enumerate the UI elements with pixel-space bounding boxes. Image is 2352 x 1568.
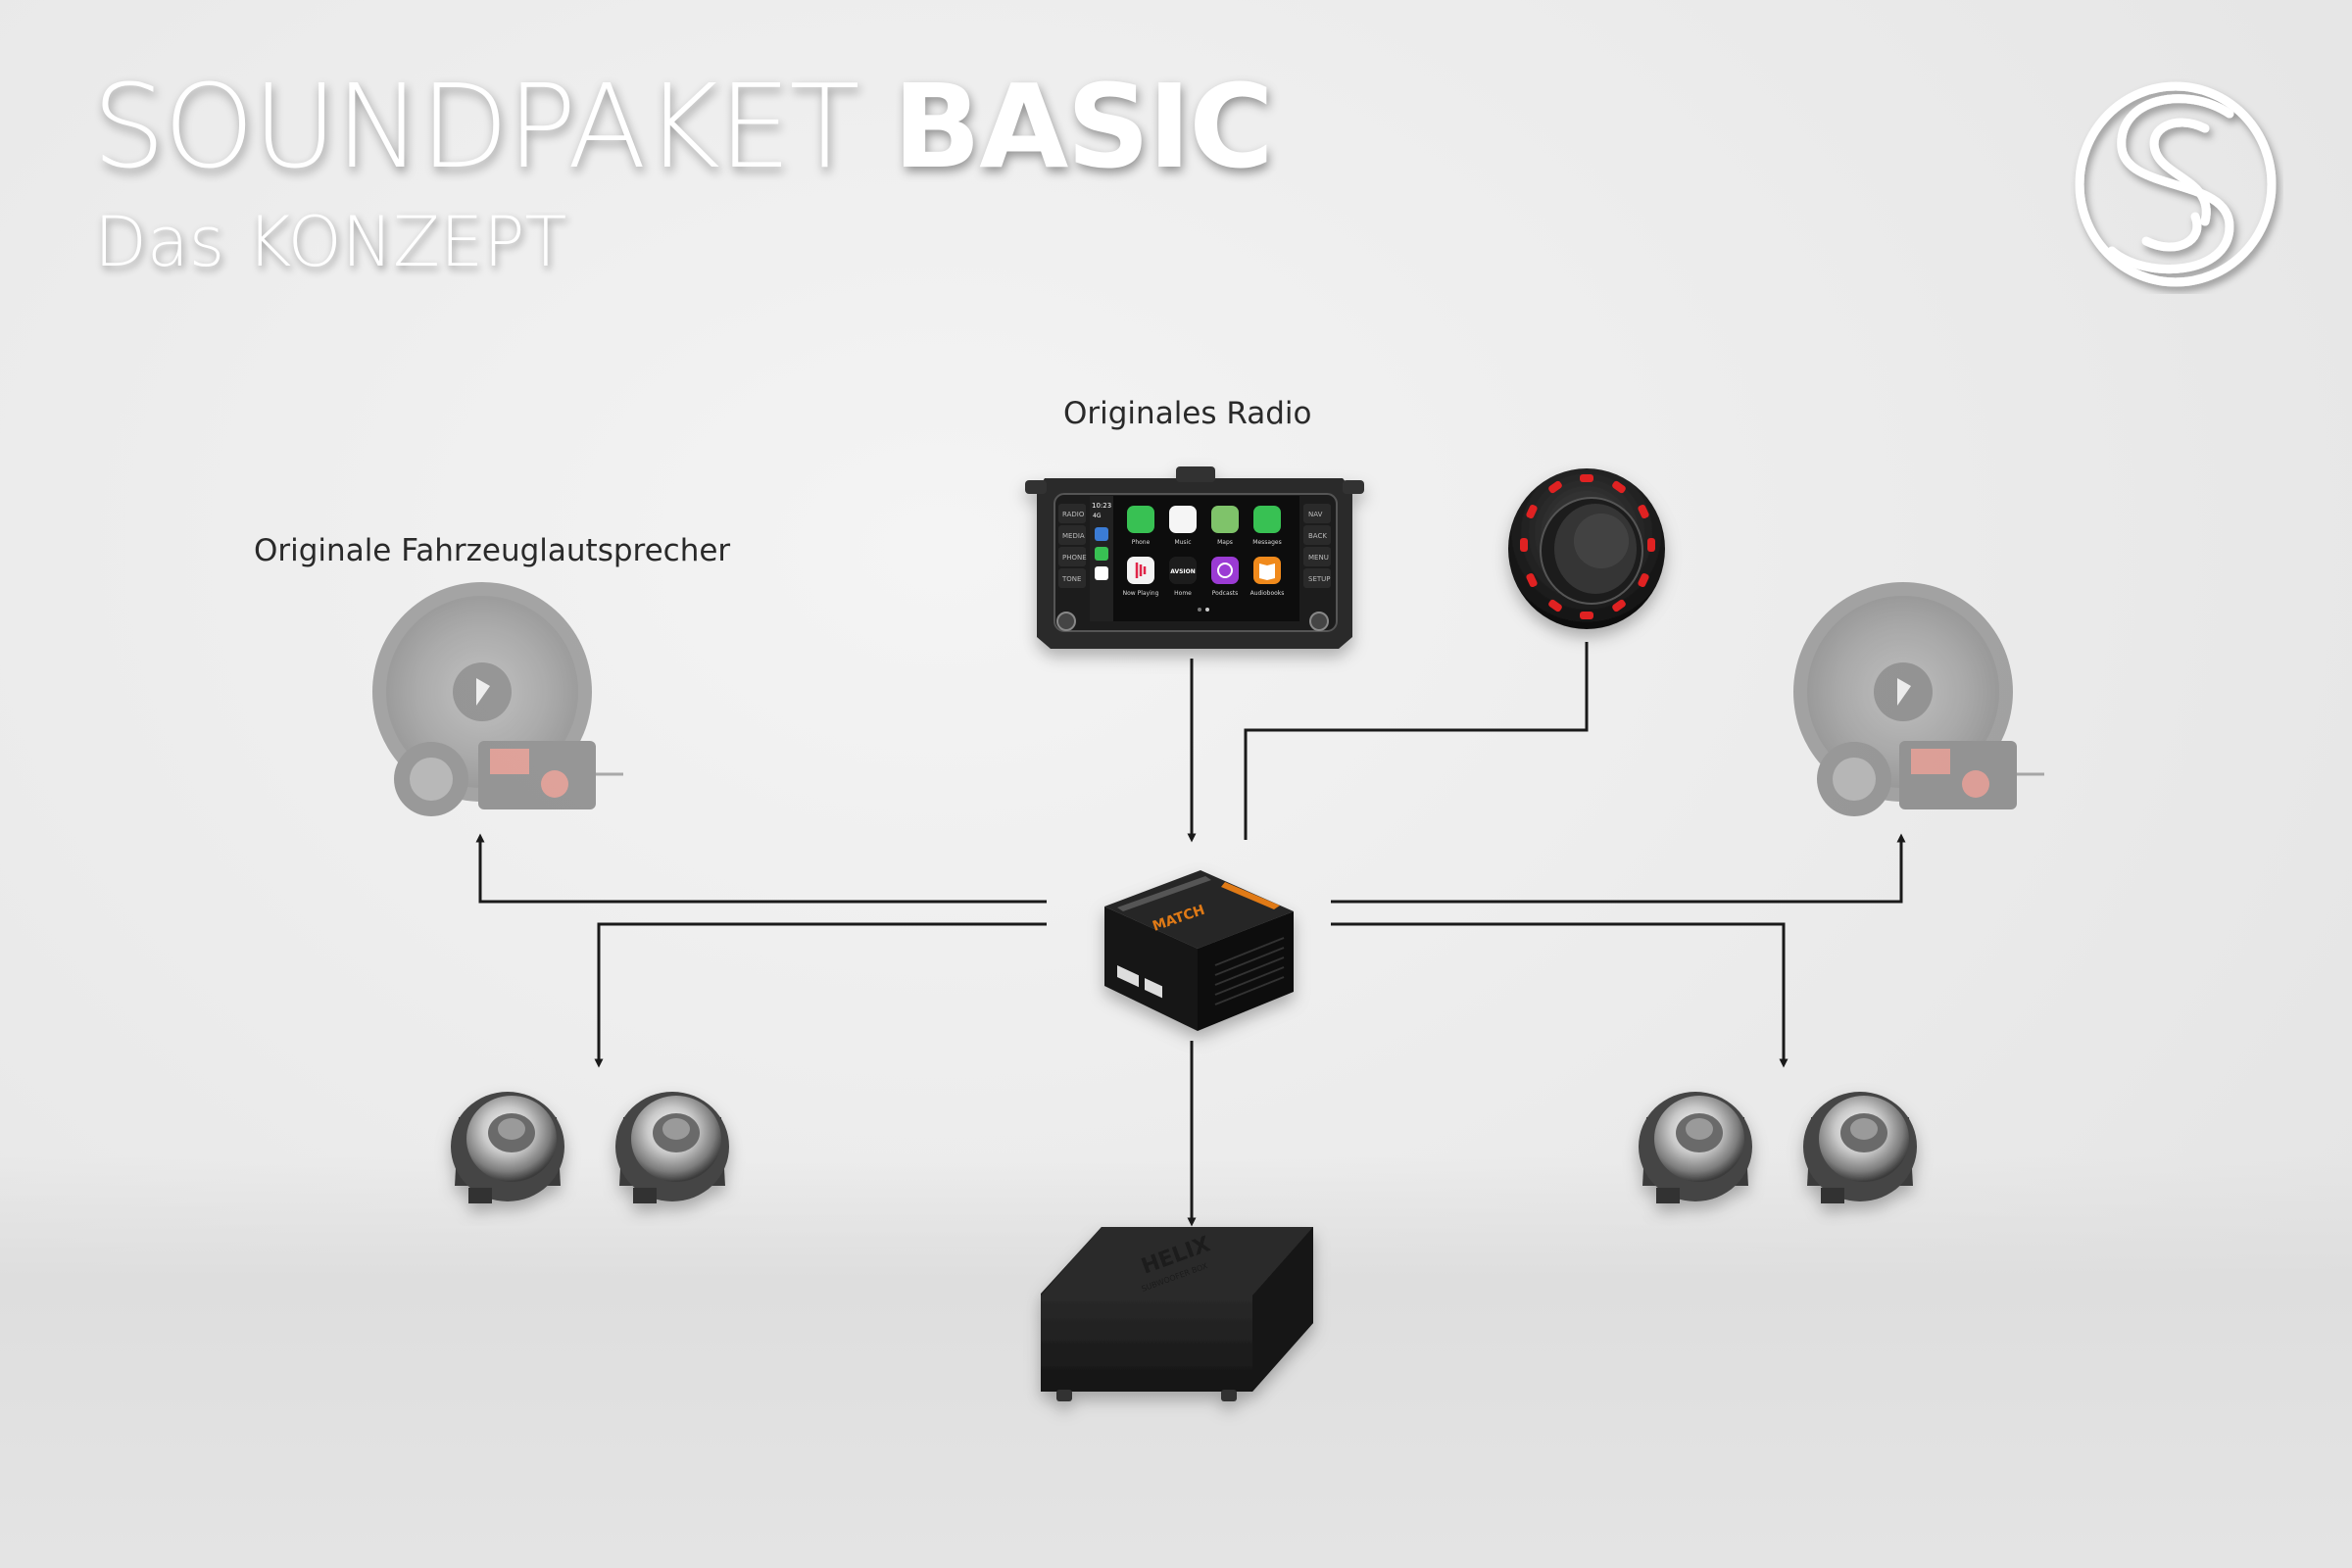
svg-text:AVSION: AVSION [1170,568,1196,575]
page-subtitle: Das KONZEPT [94,202,567,282]
svg-text:NAV: NAV [1308,511,1323,518]
svg-text:Audiobooks: Audiobooks [1250,590,1285,597]
svg-text:RADIO: RADIO [1062,511,1085,518]
original-speaker-left [372,582,623,816]
tweeter-right-2 [1803,1092,1917,1203]
original-radio: RADIO MEDIA PHONE TONE NAV BACK MENU SET… [1025,466,1364,649]
title-light: SOUNDPAKET [92,59,860,194]
svg-text:Maps: Maps [1217,539,1233,546]
svg-text:10:23: 10:23 [1092,502,1111,510]
tweeter-right-1 [1639,1092,1752,1203]
radio-left-buttons: RADIO MEDIA PHONE TONE [1058,504,1087,588]
carplay-apps-row2: AVSION Now Playing Home Podcasts Audiobo… [1123,557,1285,597]
radio-back-knob [1309,612,1329,631]
title-bold: BASIC [893,59,1274,194]
svg-text:BACK: BACK [1308,532,1327,540]
original-speaker-right [1793,582,2044,816]
svg-text:SETUP: SETUP [1308,575,1331,583]
speakers-label: Originale Fahrzeuglautsprecher [254,533,731,568]
line-knob-to-dsp [1244,642,1589,840]
carplay-apps-row1: Phone Music Maps Messages [1127,506,1282,546]
brand-logo [2075,81,2277,287]
svg-text:Phone: Phone [1132,539,1151,546]
svg-text:PHONE: PHONE [1062,554,1087,562]
arrow-dsp-to-left-tweeters [594,922,1047,1068]
svg-text:Now Playing: Now Playing [1123,590,1159,597]
tweeter-left-1 [451,1092,564,1203]
svg-text:Podcasts: Podcasts [1212,590,1238,597]
svg-text:Home: Home [1174,590,1192,597]
subwoofer-box: HELIX SUBWOOFER BOX [1041,1227,1313,1401]
svg-text:MENU: MENU [1308,554,1329,562]
signal-arrows [475,642,1906,1227]
page-title: SOUNDPAKET BASIC [92,69,1274,184]
arrow-dsp-to-left-speaker [475,833,1047,904]
arrow-dsp-to-right-speaker [1331,833,1906,904]
dsp-amplifier: MATCH [1104,870,1294,1031]
svg-text:MEDIA: MEDIA [1062,532,1085,540]
radio-label: Originales Radio [1063,396,1312,431]
radio-right-buttons: NAV BACK MENU SETUP [1303,504,1331,588]
radio-power-knob [1056,612,1076,631]
arrow-dsp-to-right-tweeters [1331,922,1788,1068]
svg-text:Messages: Messages [1252,539,1281,546]
svg-text:TONE: TONE [1061,575,1081,583]
svg-text:4G: 4G [1093,513,1102,519]
control-knob [1508,468,1665,629]
svg-text:Music: Music [1174,539,1191,546]
tweeter-left-2 [615,1092,729,1203]
